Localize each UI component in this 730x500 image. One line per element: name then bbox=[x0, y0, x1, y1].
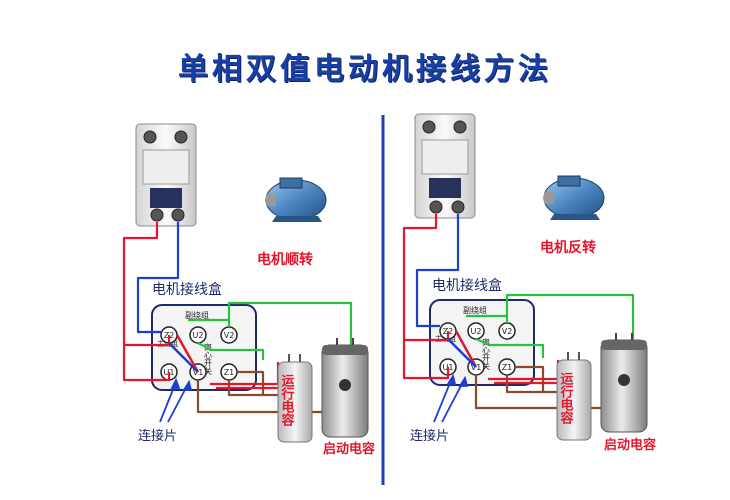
left-terminal-v1: V1 bbox=[193, 368, 204, 377]
left-start-cap-label: 启动电容 bbox=[323, 441, 375, 457]
right-start-capacitor bbox=[600, 333, 648, 433]
left-terminal-u2: U2 bbox=[193, 331, 204, 340]
page-title: 单相双值电动机接线方法 bbox=[178, 52, 552, 87]
left-run-cap-label: 运行电容 bbox=[279, 374, 296, 427]
left-centrifugal-switch: 离心开关 bbox=[204, 342, 213, 376]
right-motor bbox=[543, 175, 605, 220]
right-secondary-winding: 副绕组 bbox=[463, 305, 487, 315]
left-link-label: 连接片 bbox=[138, 428, 177, 444]
right-circuit-breaker bbox=[414, 113, 476, 219]
right-box-label: 电机接线盒 bbox=[432, 277, 502, 294]
right-start-cap-label: 启动电容 bbox=[604, 437, 656, 453]
left-rotation-label: 电机顺转 bbox=[257, 251, 313, 268]
right-terminal-u2: U2 bbox=[471, 327, 482, 336]
right-link-label: 连接片 bbox=[410, 428, 449, 444]
left-secondary-winding: 副绕组 bbox=[185, 310, 209, 320]
right-rotation-label: 电机反转 bbox=[540, 239, 596, 256]
left-box-label: 电机接线盒 bbox=[152, 281, 222, 298]
left-diagram: 电机顺转 电机接线盒 副绕组 主绕组 离心开关 Z2 U2 V2 U1 V1 Z… bbox=[122, 123, 375, 457]
left-motor bbox=[265, 177, 327, 222]
right-run-cap-label: 运行电容 bbox=[558, 372, 575, 425]
right-link-arrows bbox=[433, 373, 469, 423]
left-terminal-v2: V2 bbox=[224, 331, 235, 340]
right-terminal-v2: V2 bbox=[502, 327, 513, 336]
right-terminal-v1: V1 bbox=[471, 363, 482, 372]
left-circuit-breaker bbox=[135, 123, 197, 227]
left-run-capacitor bbox=[277, 354, 313, 443]
right-terminal-z1: Z1 bbox=[502, 363, 513, 372]
right-run-capacitor bbox=[556, 352, 592, 441]
right-centrifugal-switch: 离心开关 bbox=[482, 337, 491, 371]
left-link-arrows bbox=[159, 377, 193, 423]
left-terminal-z1: Z1 bbox=[224, 368, 235, 377]
left-start-capacitor bbox=[321, 338, 369, 438]
right-diagram: 电机反转 电机接线盒 副绕组 主绕组 离心开关 Z2 U2 V2 U1 V1 Z… bbox=[402, 113, 656, 453]
